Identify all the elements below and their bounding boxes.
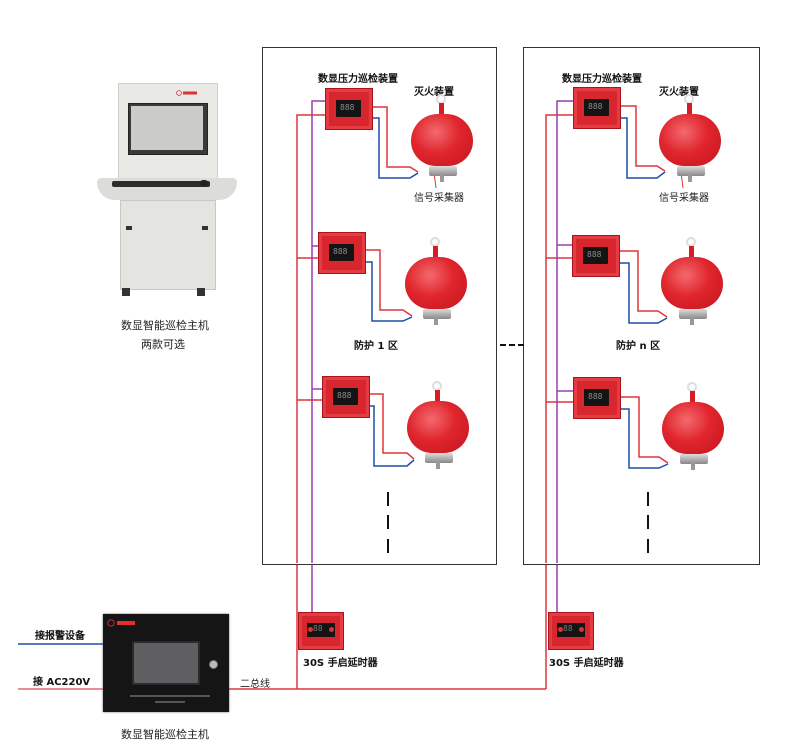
zonen-extinguisher-2 — [657, 237, 727, 327]
extinguisher-tank — [405, 257, 467, 309]
zonen-continuation-dash — [647, 492, 649, 506]
monitor-lcd: 888 — [584, 99, 609, 116]
signal-collector-valve — [677, 166, 705, 176]
zone1-monitor-label: 数显压力巡检装置 — [318, 74, 398, 85]
zone1-timer-label: 30S 手启延时器 — [303, 658, 378, 669]
zone1-pressure-monitor-1: 888 — [325, 88, 373, 130]
console-mouse — [200, 180, 208, 186]
zone1-area-label: 防护 1 区 — [354, 341, 398, 352]
monitor-lcd: 888 — [584, 389, 609, 406]
zonen-pressure-monitor-1: 888 — [573, 87, 621, 129]
console-logo-icon — [176, 90, 197, 96]
host-key-switch-icon — [209, 660, 218, 669]
extinguisher-neck — [433, 246, 438, 260]
monitor-lcd: 888 — [336, 100, 361, 117]
console-handle-left — [126, 226, 132, 230]
timer-led-left-icon — [308, 627, 313, 632]
monitor-lcd: 888 — [329, 244, 354, 261]
zonen-extinguisher-3 — [658, 382, 728, 472]
extinguisher-neck — [439, 103, 444, 117]
host-touchscreen — [132, 641, 200, 685]
zonen-area-label: 防护 n 区 — [616, 341, 661, 352]
monitor-lcd: 888 — [583, 247, 608, 264]
zonen-timer-label: 30S 手启延时器 — [549, 658, 624, 669]
zonen-pressure-monitor-2: 888 — [572, 235, 620, 277]
nozzle-icon — [688, 174, 692, 182]
monitor-display-value: 888 — [333, 247, 348, 256]
zones-ellipsis-dash — [509, 344, 515, 346]
extinguisher-tank — [411, 114, 473, 166]
zonen-continuation-dash — [647, 539, 649, 553]
signal-collector-valve — [679, 309, 707, 319]
monitor-display-value: 888 — [588, 392, 603, 401]
zonen-extinguisher-label: 灭火装置 — [659, 87, 699, 98]
extinguisher-neck — [435, 390, 440, 404]
wall-host-caption: 数显智能巡检主机 — [121, 728, 209, 741]
host-model-text-line2 — [155, 701, 185, 703]
bus-label: 二总线 — [240, 679, 270, 690]
timer-lcd — [307, 623, 335, 637]
monitor-display-value: 888 — [587, 250, 602, 259]
extinguisher-tank — [661, 257, 723, 309]
console-caption-line1: 数显智能巡检主机 — [121, 319, 209, 332]
console-cabinet-base — [120, 200, 216, 290]
monitor-lcd: 888 — [333, 388, 358, 405]
zone1-continuation-dash — [387, 492, 389, 506]
extinguisher-tank — [407, 401, 469, 453]
signal-collector-valve — [429, 166, 457, 176]
nozzle-icon — [436, 461, 440, 469]
timer-led-right-icon — [329, 627, 334, 632]
zone1-extinguisher-3 — [403, 381, 473, 471]
host-logo-icon — [107, 619, 135, 627]
signal-collector-valve — [425, 453, 453, 463]
console-handle-right — [202, 226, 208, 230]
zone1-continuation-dash — [387, 515, 389, 529]
console-foot-left — [122, 288, 130, 296]
zone1-extinguisher-2 — [401, 237, 471, 327]
console-caption-line2: 两款可选 — [141, 338, 185, 351]
zone1-extinguisher-label: 灭火装置 — [414, 87, 454, 98]
nozzle-icon — [691, 462, 695, 470]
zones-ellipsis-dash — [518, 344, 524, 346]
zonen-pressure-monitor-3: 888 — [573, 377, 621, 419]
monitor-display-value: 888 — [340, 103, 355, 112]
zone1-extinguisher-1 — [407, 94, 477, 184]
zone1-manual-start-timer: 88 — [298, 612, 344, 650]
zonen-manual-start-timer: 88 — [548, 612, 594, 650]
extinguisher-neck — [687, 103, 692, 117]
timer-lcd — [557, 623, 585, 637]
extinguisher-neck — [689, 246, 694, 260]
host-model-text-line1 — [130, 695, 210, 697]
timer-led-right-icon — [579, 627, 584, 632]
monitor-display-value: 888 — [337, 391, 352, 400]
zone1-continuation-dash — [387, 539, 389, 553]
nozzle-icon — [690, 317, 694, 325]
extinguisher-tank — [659, 114, 721, 166]
timer-display-value: 88 — [313, 624, 323, 633]
timer-led-left-icon — [558, 627, 563, 632]
extinguisher-tank — [662, 402, 724, 454]
zone1-collector-label: 信号采集器 — [414, 193, 464, 204]
zones-ellipsis-dash — [500, 344, 506, 346]
zonen-continuation-dash — [647, 515, 649, 529]
nozzle-icon — [440, 174, 444, 182]
zone1-pressure-monitor-2: 888 — [318, 232, 366, 274]
zonen-collector-label: 信号采集器 — [659, 193, 709, 204]
zonen-monitor-label: 数显压力巡检装置 — [562, 74, 642, 85]
power-input-label: 接 AC220V — [33, 677, 91, 688]
nozzle-icon — [434, 317, 438, 325]
console-keyboard — [112, 181, 210, 187]
extinguisher-neck — [690, 391, 695, 405]
zonen-extinguisher-1 — [655, 94, 725, 184]
timer-display-value: 88 — [563, 624, 573, 633]
monitor-display-value: 888 — [588, 102, 603, 111]
console-foot-right — [197, 288, 205, 296]
signal-collector-valve — [423, 309, 451, 319]
zone1-pressure-monitor-3: 888 — [322, 376, 370, 418]
console-monitor-display — [131, 106, 203, 150]
alarm-device-input-label: 接报警设备 — [35, 631, 85, 642]
signal-collector-valve — [680, 454, 708, 464]
